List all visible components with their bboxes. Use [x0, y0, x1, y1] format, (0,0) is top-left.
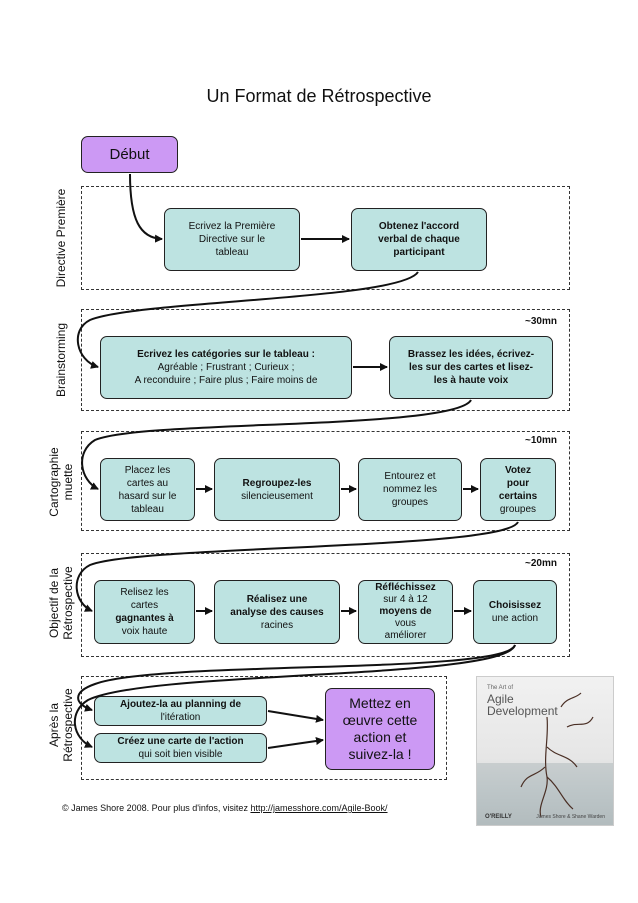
page-title: Un Format de Rétrospective — [206, 86, 432, 106]
arrow-directive-to-brainstorm — [76, 271, 419, 369]
section-brainstorming — [81, 309, 570, 411]
arrow-after-1-to-final — [267, 710, 324, 723]
section-cartography — [81, 431, 570, 531]
start-label: Début — [109, 146, 150, 163]
copyright-footer: © James Shore 2008. Pour plus d'infos, v… — [62, 803, 388, 813]
arrow-brainstorm-to-map — [81, 399, 472, 490]
arrow-map-to-goal — [75, 521, 519, 612]
book-cover-image: The Art of Agile Development O'REILLY Ja… — [476, 676, 614, 826]
duration-goal: ~20mn — [525, 558, 557, 569]
arrow-after-2-to-final — [267, 737, 324, 749]
section-directive — [81, 186, 570, 290]
book-series: The Art of — [487, 685, 514, 691]
duration-brainstorming: ~30mn — [525, 316, 557, 327]
section-after — [81, 676, 447, 780]
footer-link[interactable]: http://jamesshore.com/Agile-Book/ — [250, 803, 388, 813]
step-brainstorm-ideas: Brassez les idées, écrivez-les sur des c… — [389, 336, 553, 399]
book-authors: James Shore & Shane Warden — [536, 814, 605, 820]
arrow-goal-to-after-2 — [73, 644, 516, 748]
start-box: Début — [81, 136, 178, 173]
book-publisher: O'REILLY — [485, 814, 512, 820]
section-goal — [81, 553, 570, 657]
step-write-categories: Ecrivez les catégories sur le tableau :A… — [100, 336, 352, 399]
plant-roots-illustration — [477, 692, 613, 825]
footer-text: © James Shore 2008. Pour plus d'infos, v… — [62, 803, 251, 813]
book-title-line2: Development — [487, 704, 558, 718]
duration-cartography: ~10mn — [525, 435, 557, 446]
arrow-goal-to-after-1 — [77, 644, 516, 712]
book-title-line1: Agile — [487, 692, 514, 706]
arrow-start-to-directive — [129, 173, 163, 243]
